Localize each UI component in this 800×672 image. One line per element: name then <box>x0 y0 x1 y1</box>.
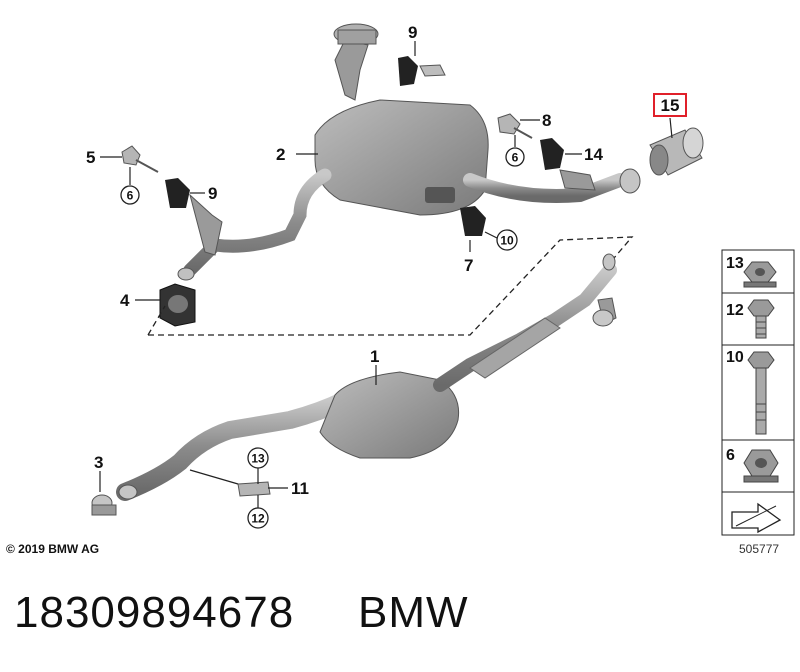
callout-9-left: 9 <box>208 184 217 203</box>
hex-nut-icon <box>743 449 779 483</box>
svg-text:6: 6 <box>127 189 134 203</box>
svg-text:6: 6 <box>512 151 519 165</box>
circled-callout-12: 12 <box>247 507 269 529</box>
svg-text:10: 10 <box>500 234 514 248</box>
legend-label-12: 12 <box>726 302 744 319</box>
callout-5: 5 <box>86 148 95 167</box>
rubber-mount-9-left <box>165 178 223 256</box>
callout-14: 14 <box>584 145 603 164</box>
callout-2: 2 <box>276 145 285 164</box>
circled-callout-13: 13 <box>247 447 269 469</box>
callout-7: 7 <box>464 256 473 275</box>
hex-bolt-icon <box>747 299 775 339</box>
dashed-assembly-frame <box>148 236 634 336</box>
callout-8: 8 <box>542 111 551 130</box>
callout-4: 4 <box>120 291 130 310</box>
exhaust-diagram: 1 2 3 4 5 7 8 9 9 11 14 6 6 10 13 12 15 … <box>86 23 795 536</box>
bracket-8 <box>497 113 533 139</box>
bracket-5 <box>121 145 159 173</box>
fastener-legend: 13 12 10 6 <box>721 249 795 536</box>
front-pipe-catalyst <box>116 253 617 501</box>
highlighted-callout-15[interactable]: 15 <box>653 93 687 117</box>
rubber-mount-4 <box>159 283 196 327</box>
rubber-mount-14 <box>540 138 596 191</box>
callout-11: 11 <box>291 479 309 498</box>
rubber-mount-7 <box>460 206 486 236</box>
brand-name: BMW <box>358 588 469 637</box>
callout-9-upper: 9 <box>408 23 417 42</box>
svg-text:12: 12 <box>251 512 265 526</box>
svg-text:13: 13 <box>251 452 265 466</box>
bracket-11 <box>237 481 271 497</box>
svg-text:15: 15 <box>661 96 680 115</box>
rubber-mount-9-upper <box>398 56 446 86</box>
flange-nut-icon <box>743 261 777 288</box>
callout-3: 3 <box>94 453 103 472</box>
legend-label-6: 6 <box>726 447 735 464</box>
diagram-id: 505777 <box>739 542 780 556</box>
circled-callout-6-right: 6 <box>505 147 525 167</box>
long-bolt-icon <box>747 351 775 435</box>
direction-arrow-icon <box>731 502 782 534</box>
clamp-3 <box>91 494 117 516</box>
circled-callout-6-left: 6 <box>120 185 140 205</box>
circled-callout-10: 10 <box>496 229 518 251</box>
leader-lines <box>99 41 673 508</box>
copyright-notice: © 2019 BMW AG <box>6 542 100 556</box>
part-number: 18309894678 <box>14 588 295 637</box>
rear-silencer <box>177 23 641 281</box>
tailpipe-trim-15 <box>649 127 704 176</box>
callout-1: 1 <box>370 347 379 366</box>
legend-label-10: 10 <box>726 349 744 366</box>
legend-label-13: 13 <box>726 255 744 272</box>
